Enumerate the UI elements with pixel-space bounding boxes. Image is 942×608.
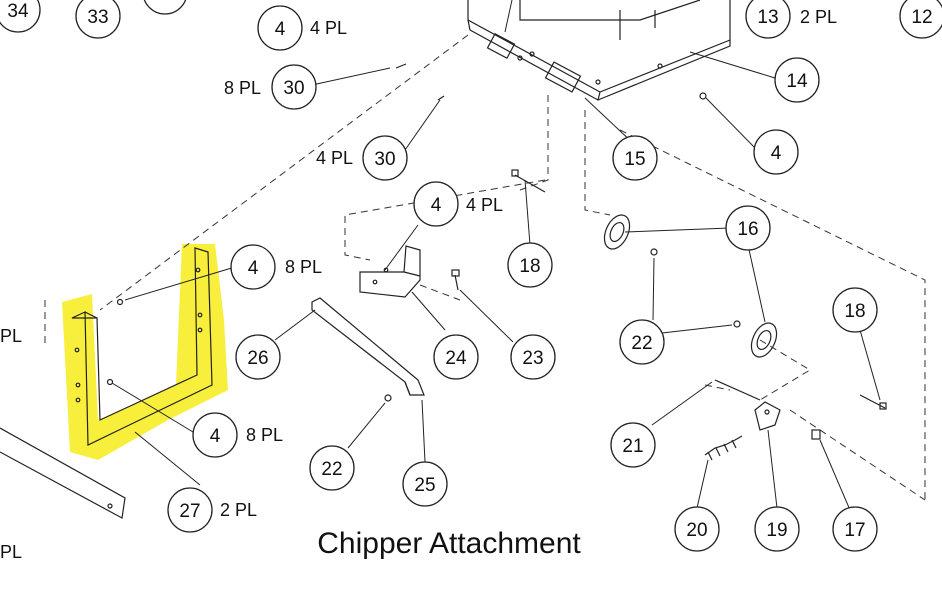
part-27-bracket	[71, 247, 213, 446]
callout-22-bottom: 22	[309, 445, 355, 491]
svg-text:33: 33	[87, 7, 108, 28]
callout-13: 13	[745, 0, 791, 39]
callout-23: 23	[510, 334, 556, 380]
svg-text:4: 4	[210, 426, 221, 447]
callout-4-left-a: 4	[230, 244, 276, 290]
callout-18-right: 18	[832, 287, 878, 333]
main-frame	[467, 0, 731, 101]
leader-lines	[111, 0, 881, 511]
callout-30-a: 30	[271, 64, 317, 110]
qty-27: 2 PL	[220, 500, 257, 520]
qty-4-mid: 4 PL	[466, 195, 503, 215]
svg-text:13: 13	[757, 7, 778, 28]
qty-4-left-a: 8 PL	[285, 257, 322, 277]
callout-19: 19	[754, 506, 800, 552]
callout-27: 27	[167, 487, 213, 533]
callout-20: 20	[674, 506, 720, 552]
svg-text:26: 26	[247, 348, 268, 369]
svg-text:4: 4	[431, 195, 442, 216]
pulleys	[603, 214, 778, 358]
svg-text:30: 30	[374, 149, 395, 170]
callout-22-right: 22	[619, 319, 665, 365]
svg-text:14: 14	[786, 71, 808, 92]
callout-16: 16	[725, 205, 771, 251]
callout-4-left-b: 4	[192, 412, 238, 458]
callout-24: 24	[433, 334, 479, 380]
svg-text:4: 4	[771, 143, 782, 164]
svg-text:18: 18	[519, 256, 540, 277]
callout-15: 15	[612, 135, 658, 181]
highlight-part-27	[62, 244, 228, 460]
qty-30-b: 4 PL	[316, 148, 353, 168]
svg-text:20: 20	[686, 520, 707, 541]
callout-partial	[143, 0, 187, 15]
callout-30-b: 30	[362, 135, 408, 181]
diagram-title: Chipper Attachment	[317, 527, 581, 560]
svg-text:15: 15	[624, 149, 645, 170]
svg-text:17: 17	[844, 520, 865, 541]
svg-text:19: 19	[766, 520, 787, 541]
svg-text:23: 23	[522, 348, 543, 369]
callout-17: 17	[832, 506, 878, 552]
qty-13: 2 PL	[800, 7, 837, 27]
callout-26: 26	[235, 334, 281, 380]
tension-assembly	[704, 379, 821, 461]
callout-33: 33	[75, 0, 121, 39]
svg-text:34: 34	[7, 1, 29, 22]
svg-text:16: 16	[737, 219, 758, 240]
callout-14: 14	[774, 57, 820, 103]
svg-text:30: 30	[283, 78, 304, 99]
svg-text:27: 27	[179, 501, 200, 522]
svg-text:18: 18	[844, 301, 865, 322]
callout-12: 12	[899, 0, 942, 39]
bolts	[395, 63, 887, 410]
dashed-guides	[44, 34, 926, 501]
svg-text:21: 21	[622, 436, 643, 457]
svg-text:25: 25	[414, 475, 435, 496]
callout-4-top: 4	[257, 5, 303, 51]
svg-text:4: 4	[275, 19, 286, 40]
callout-4-right: 4	[753, 129, 799, 175]
svg-text:22: 22	[321, 459, 342, 480]
qty-30-a: 8 PL	[224, 78, 261, 98]
edge-label-top: PL	[0, 326, 22, 346]
edge-label-bottom: PL	[0, 542, 22, 562]
svg-text:24: 24	[445, 348, 467, 369]
svg-text:22: 22	[631, 333, 652, 354]
left-bar	[0, 427, 126, 519]
callout-4-mid: 4	[413, 181, 459, 227]
part-26-arm	[311, 297, 425, 402]
callout-21: 21	[610, 422, 656, 468]
qty-4-top: 4 PL	[310, 18, 347, 38]
svg-text:12: 12	[911, 7, 932, 28]
callout-25: 25	[402, 461, 448, 507]
svg-text:4: 4	[248, 258, 259, 279]
qty-4-left-b: 8 PL	[246, 425, 283, 445]
callout-34: 34	[0, 0, 41, 33]
callout-18-mid: 18	[507, 242, 553, 288]
part-24-bracket	[359, 245, 460, 298]
